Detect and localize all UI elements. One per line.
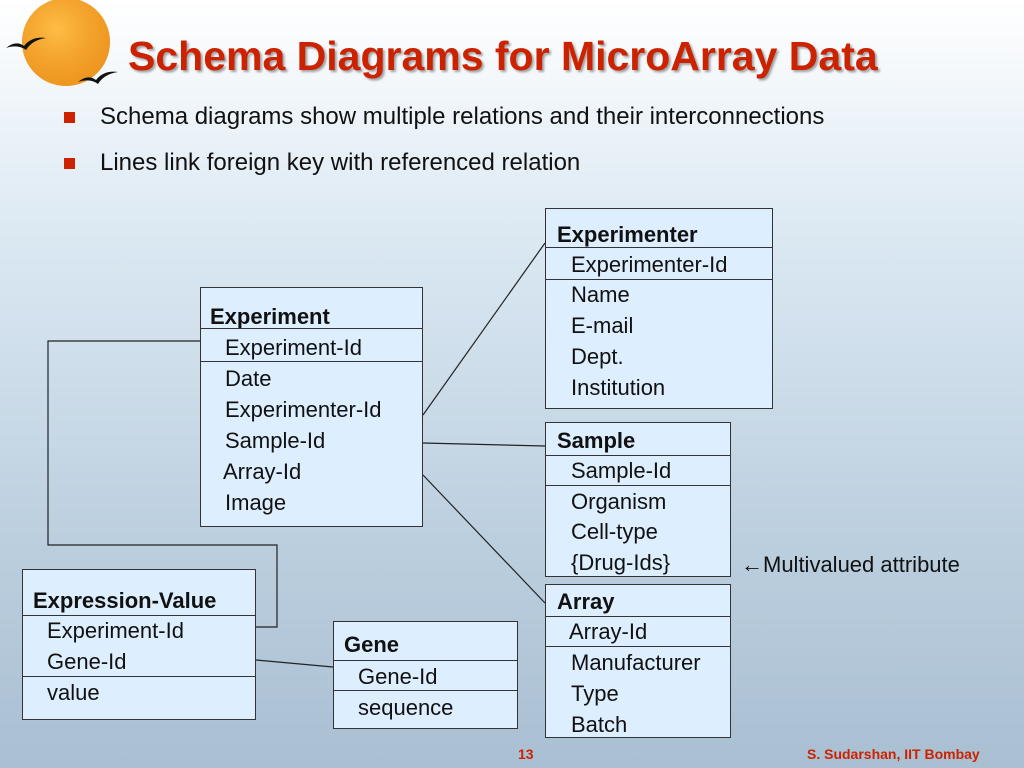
key-divider — [546, 279, 773, 280]
attribute: Date — [225, 366, 272, 391]
table-experimenter: Experimenter Experimenter-Id Name E-mail… — [545, 208, 773, 409]
attribute: Array-Id — [223, 459, 302, 484]
attribute: Institution — [571, 375, 666, 400]
attribute: Cell-type — [571, 519, 658, 544]
bullet-text: Lines link foreign key with referenced r… — [100, 149, 581, 176]
left-arrow-icon: ← — [741, 552, 763, 577]
attribute: Type — [571, 681, 619, 706]
header-divider — [546, 247, 773, 248]
attribute: Name — [571, 282, 630, 307]
table-array: Array Array-Id Manufacturer Type Batch — [545, 584, 731, 738]
table-name: Array — [557, 589, 615, 614]
link-expression-gene — [255, 659, 334, 668]
table-name: Gene — [344, 632, 400, 657]
attribute: Gene-Id — [358, 664, 438, 689]
bullet-text: Schema diagrams show multiple relations … — [100, 103, 825, 130]
bullet-square-icon — [64, 112, 75, 123]
annotation-text: Multivalued attribute — [763, 552, 960, 577]
link-experiment-sample — [422, 442, 546, 447]
key-divider — [201, 361, 423, 362]
attribute: Experimenter-Id — [571, 252, 728, 277]
header-divider — [23, 615, 256, 616]
link-experiment-array — [422, 474, 546, 604]
key-divider — [334, 690, 518, 691]
attribute: Image — [225, 490, 287, 515]
table-name: Expression-Value — [33, 588, 217, 613]
attribute: Manufacturer — [571, 650, 701, 675]
attribute: {Drug-Ids} — [571, 550, 671, 575]
header-divider — [546, 616, 731, 617]
key-divider — [23, 676, 256, 677]
attribute: Array-Id — [569, 619, 648, 644]
key-divider — [546, 485, 731, 486]
table-sample: Sample Sample-Id Organism Cell-type {Dru… — [545, 422, 731, 577]
table-expression-value: Expression-Value Experiment-Id Gene-Id v… — [22, 569, 256, 720]
table-name: Experiment — [210, 304, 330, 329]
attribute: Organism — [571, 489, 667, 514]
attribute: Experiment-Id — [47, 618, 184, 643]
bullet-square-icon — [64, 158, 75, 169]
sun-with-birds-icon — [6, 0, 118, 86]
table-gene: Gene Gene-Id sequence — [333, 621, 518, 729]
attribute: Sample-Id — [225, 428, 326, 453]
attribute: value — [47, 680, 100, 705]
header-divider — [334, 660, 518, 661]
footer-credit: S. Sudarshan, IIT Bombay — [807, 746, 980, 762]
attribute: Experimenter-Id — [225, 397, 382, 422]
header-divider — [201, 328, 423, 329]
table-name: Experimenter — [557, 222, 698, 247]
attribute: Batch — [571, 712, 628, 737]
attribute: sequence — [358, 695, 454, 720]
attribute: Experiment-Id — [225, 335, 362, 360]
attribute: Dept. — [571, 344, 624, 369]
key-divider — [546, 646, 731, 647]
multivalued-annotation: ←Multivalued attribute — [741, 552, 960, 578]
attribute: E-mail — [571, 313, 634, 338]
link-expression-experiment — [47, 340, 278, 628]
attribute: Sample-Id — [571, 458, 672, 483]
link-experiment-experimenter — [422, 242, 546, 416]
table-name: Sample — [557, 428, 636, 453]
attribute: Gene-Id — [47, 649, 127, 674]
slide-title: Schema Diagrams for MicroArray Data — [128, 33, 878, 79]
header-divider — [546, 455, 731, 456]
page-number: 13 — [518, 746, 534, 762]
table-experiment: Experiment Experiment-Id Date Experiment… — [200, 287, 423, 527]
